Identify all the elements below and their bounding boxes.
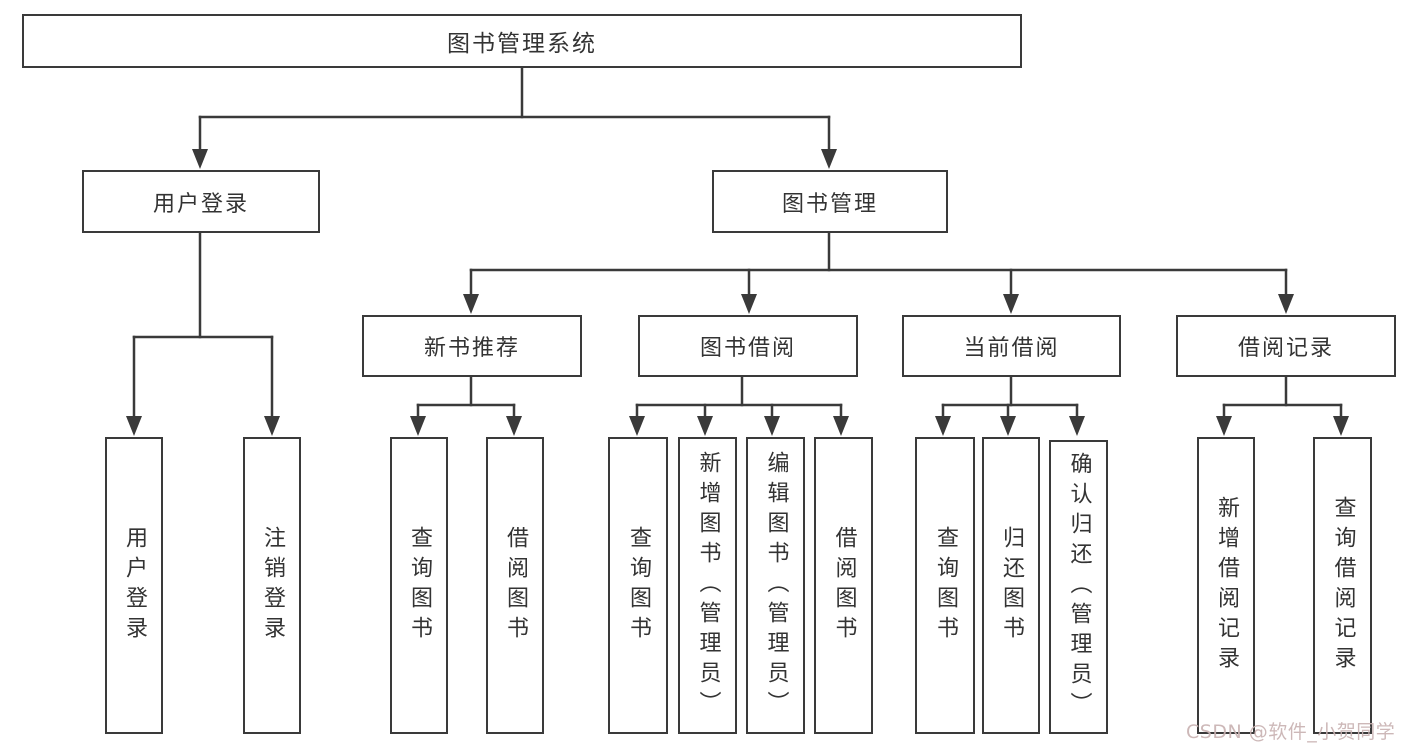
node-book-borrow: 图书借阅 bbox=[638, 315, 858, 377]
leaf-nbr-query-book-label: 查询图书 bbox=[407, 525, 432, 646]
node-root-label: 图书管理系统 bbox=[447, 31, 597, 57]
leaf-bb-edit-book-admin-label: 编辑图书（管理员） bbox=[763, 450, 789, 721]
node-borrow-records-label: 借阅记录 bbox=[1237, 336, 1334, 361]
leaf-cb-confirm-return-admin-label: 确认归还（管理员） bbox=[1066, 452, 1092, 722]
leaf-bb-query-book-label: 查询图书 bbox=[626, 525, 651, 646]
leaf-bb-add-book-admin-label: 新增图书（管理员） bbox=[695, 450, 721, 721]
leaf-bb-borrow-book: 借阅图书 bbox=[814, 437, 873, 734]
node-current-borrow: 当前借阅 bbox=[902, 315, 1121, 377]
leaf-cb-return-book-label: 归还图书 bbox=[999, 525, 1024, 646]
node-new-book-recommend-label: 新书推荐 bbox=[423, 336, 520, 361]
node-root: 图书管理系统 bbox=[22, 14, 1022, 68]
leaf-br-add-record-label: 新增借阅记录 bbox=[1214, 495, 1239, 676]
leaf-cb-confirm-return-admin: 确认归还（管理员） bbox=[1049, 440, 1108, 734]
node-user-login-label: 用户登录 bbox=[152, 191, 249, 217]
leaf-cb-query-book: 查询图书 bbox=[915, 437, 975, 734]
leaf-user-login-label: 用户登录 bbox=[122, 525, 147, 646]
leaf-nbr-borrow-book-label: 借阅图书 bbox=[503, 525, 528, 646]
leaf-bb-borrow-book-label: 借阅图书 bbox=[831, 525, 857, 646]
csdn-watermark: CSDN @软件_小贺同学 bbox=[1186, 721, 1396, 743]
node-borrow-records: 借阅记录 bbox=[1176, 315, 1396, 377]
leaf-bb-query-book: 查询图书 bbox=[608, 437, 668, 734]
leaf-logout-label: 注销登录 bbox=[260, 525, 285, 646]
leaf-br-add-record: 新增借阅记录 bbox=[1197, 437, 1255, 734]
leaf-br-query-record: 查询借阅记录 bbox=[1313, 437, 1372, 734]
node-current-borrow-label: 当前借阅 bbox=[963, 336, 1060, 361]
node-book-borrow-label: 图书借阅 bbox=[699, 336, 796, 361]
leaf-user-login: 用户登录 bbox=[105, 437, 163, 734]
leaf-nbr-query-book: 查询图书 bbox=[390, 437, 448, 734]
node-book-management: 图书管理 bbox=[712, 170, 948, 233]
leaf-cb-return-book: 归还图书 bbox=[982, 437, 1040, 734]
leaf-cb-query-book-label: 查询图书 bbox=[933, 525, 958, 646]
leaf-logout: 注销登录 bbox=[243, 437, 301, 734]
leaf-bb-edit-book-admin: 编辑图书（管理员） bbox=[746, 437, 805, 734]
leaf-nbr-borrow-book: 借阅图书 bbox=[486, 437, 544, 734]
leaf-bb-add-book-admin: 新增图书（管理员） bbox=[678, 437, 737, 734]
node-book-management-label: 图书管理 bbox=[781, 191, 878, 217]
node-user-login: 用户登录 bbox=[82, 170, 320, 233]
leaf-br-query-record-label: 查询借阅记录 bbox=[1330, 495, 1356, 676]
node-new-book-recommend: 新书推荐 bbox=[362, 315, 582, 377]
